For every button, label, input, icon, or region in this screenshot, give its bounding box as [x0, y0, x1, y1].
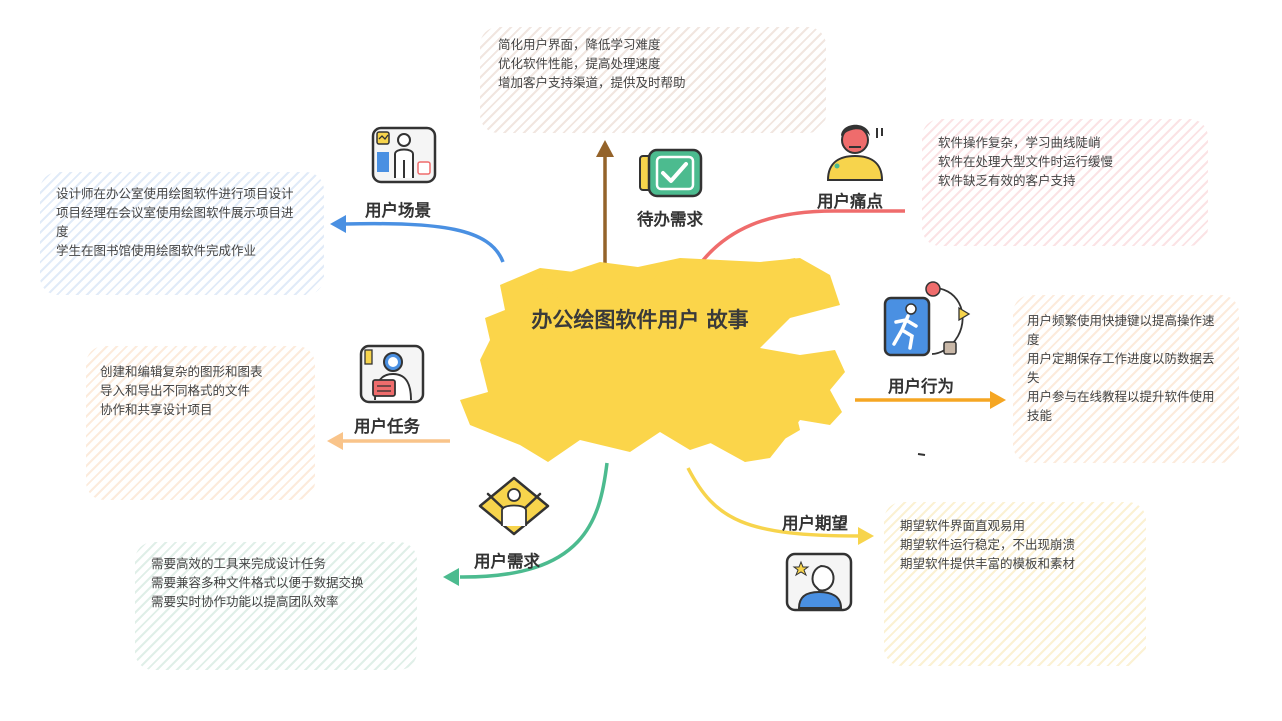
pain-card: 软件操作复杂，学习曲线陡峭 软件在处理大型文件时运行缓慢 软件缺乏有效的客户支持: [922, 119, 1208, 246]
task-item: 创建和编辑复杂的图形和图表: [100, 364, 263, 379]
presentation-person-icon: [371, 126, 437, 184]
pain-item: 软件操作复杂，学习曲线陡峭: [938, 135, 1101, 150]
behavior-item: 用户定期保存工作进度以防数据丢: [1027, 351, 1215, 366]
pain-label: 用户痛点: [817, 192, 883, 211]
cheering-person-icon: [478, 476, 550, 536]
behavior-item: 用户参与在线教程以提升软件使用: [1027, 389, 1215, 404]
central-title-line-2: 故事: [706, 308, 749, 332]
central-title-line-1: 办公绘图软件用户: [531, 308, 700, 332]
expect-item: 期望软件运行稳定，不出现崩溃: [900, 537, 1076, 552]
thinking-person-icon: [785, 552, 853, 612]
scene-arrowhead: [330, 215, 346, 233]
expect-label: 用户期望: [782, 514, 848, 533]
scene-label: 用户场景: [365, 201, 431, 220]
behavior-item: 失: [1027, 370, 1040, 385]
task-arrowhead: [327, 432, 343, 450]
behavior-card: 用户频繁使用快捷键以提高操作速 度 用户定期保存工作进度以防数据丢 失 用户参与…: [1013, 295, 1239, 463]
todo-item: 优化软件性能，提高处理速度: [498, 56, 661, 71]
task-card: 创建和编辑复杂的图形和图表 导入和导出不同格式的文件 协作和共享设计项目: [86, 346, 315, 500]
todo-arrowhead: [596, 140, 614, 157]
todo-card: 简化用户界面，降低学习难度 优化软件性能，提高处理速度 增加客户支持渠道，提供及…: [480, 27, 826, 133]
behavior-item: 度: [1027, 332, 1040, 347]
scene-item: 度: [56, 224, 69, 239]
task-item: 导入和导出不同格式的文件: [100, 383, 251, 398]
running-person-icon: [883, 281, 971, 357]
need-card: 需要高效的工具来完成设计任务 需要兼容多种文件格式以便于数据交换 需要实时协作功…: [135, 542, 417, 670]
task-item: 协作和共享设计项目: [100, 402, 213, 417]
central-title: 办公绘图软件用户 故事: [520, 306, 760, 335]
scene-item: 学生在图书馆使用绘图软件完成作业: [56, 243, 257, 258]
need-item: 需要高效的工具来完成设计任务: [151, 556, 327, 571]
stray-mark: [917, 453, 926, 456]
todo-item: 简化用户界面，降低学习难度: [498, 37, 661, 52]
todo-item: 增加客户支持渠道，提供及时帮助: [498, 75, 686, 90]
expect-arrowhead: [858, 527, 874, 545]
expect-connector: [686, 467, 861, 538]
behavior-item: 用户频繁使用快捷键以提高操作速: [1027, 313, 1215, 328]
expect-item: 期望软件提供丰富的模板和素材: [900, 556, 1076, 571]
behavior-item: 技能: [1027, 408, 1053, 423]
need-arrowhead: [443, 568, 459, 586]
scene-item: 项目经理在会议室使用绘图软件展示项目进: [56, 205, 294, 220]
scene-item: 设计师在办公室使用绘图软件进行项目设计: [56, 186, 294, 201]
task-label: 用户任务: [354, 417, 420, 436]
pain-item: 软件在处理大型文件时运行缓慢: [938, 154, 1114, 169]
expect-item: 期望软件界面直观易用: [900, 518, 1026, 533]
need-connector: [459, 462, 609, 579]
frustrated-person-icon: [826, 124, 884, 181]
scene-connector: [344, 221, 505, 263]
checkmark-icon: [639, 148, 703, 198]
pain-item: 软件缺乏有效的客户支持: [938, 173, 1076, 188]
behavior-label: 用户行为: [888, 377, 954, 396]
reading-person-icon: [359, 344, 425, 404]
need-item: 需要实时协作功能以提高团队效率: [151, 594, 339, 609]
behavior-arrowhead: [990, 391, 1006, 409]
todo-label: 待办需求: [637, 210, 703, 229]
expect-card: 期望软件界面直观易用 期望软件运行稳定，不出现崩溃 期望软件提供丰富的模板和素材: [884, 502, 1146, 666]
scene-card: 设计师在办公室使用绘图软件进行项目设计 项目经理在会议室使用绘图软件展示项目进 …: [40, 172, 324, 295]
need-item: 需要兼容多种文件格式以便于数据交换: [151, 575, 364, 590]
need-label: 用户需求: [474, 552, 540, 571]
